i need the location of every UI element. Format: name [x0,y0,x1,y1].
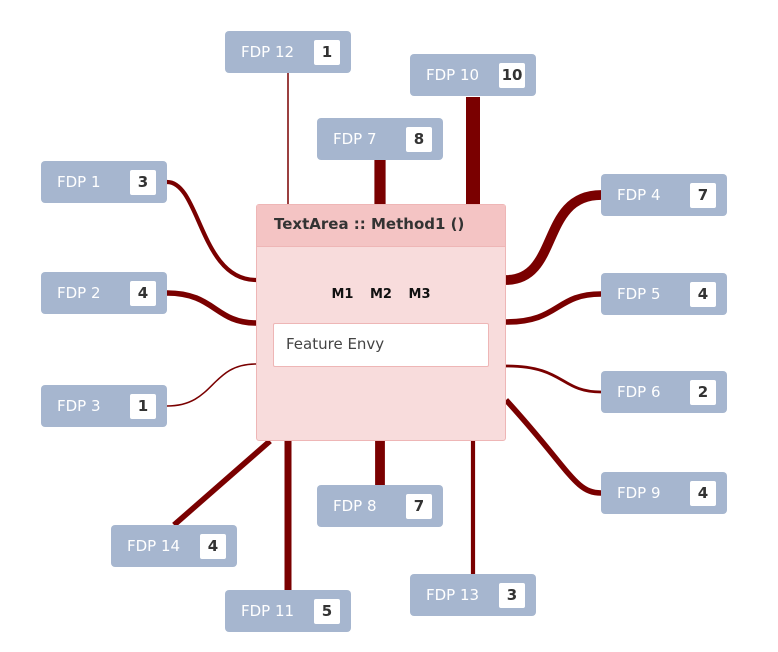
fdp-count-badge: 7 [690,183,716,208]
fdp-label: FDP 8 [333,497,377,515]
smell-label: Feature Envy [273,323,489,367]
fdp-count-badge: 2 [690,380,716,405]
metric-m2[interactable]: M2 [370,287,392,302]
fdp-count-badge: 4 [690,481,716,506]
edge-fdp2 [166,290,257,326]
fdp-count-badge: 1 [314,40,340,65]
fdp-label: FDP 5 [617,285,661,303]
fdp-label: FDP 14 [127,537,181,555]
node-fdp7[interactable]: FDP 7 8 [317,118,443,160]
node-fdp13[interactable]: FDP 13 3 [410,574,536,616]
node-fdp11[interactable]: FDP 11 5 [225,590,351,632]
edge-fdp6 [505,364,602,394]
fdp-label: FDP 9 [617,484,661,502]
node-fdp3[interactable]: FDP 3 1 [41,385,167,427]
node-fdp8[interactable]: FDP 8 7 [317,485,443,527]
node-fdp9[interactable]: FDP 9 4 [601,472,727,514]
method-title: TextArea :: Method1 () [257,205,505,247]
fdp-count-badge: 7 [406,494,432,519]
fdp-count-badge: 5 [314,599,340,624]
fdp-label: FDP 3 [57,397,101,415]
edge-fdp9 [503,398,602,496]
fdp-label: FDP 12 [241,43,295,61]
fdp-count-badge: 3 [130,170,156,195]
fdp-count-badge: 1 [130,394,156,419]
method-node[interactable]: TextArea :: Method1 () M1 M2 M3 Feature … [256,204,506,441]
node-fdp2[interactable]: FDP 2 4 [41,272,167,314]
node-fdp5[interactable]: FDP 5 4 [601,273,727,315]
metric-m1[interactable]: M1 [331,287,354,302]
fdp-label: FDP 7 [333,130,377,148]
fdp-label: FDP 4 [617,186,661,204]
fdp-count-badge: 10 [499,63,525,88]
fdp-label: FDP 10 [426,66,480,84]
edge-fdp14 [172,438,272,528]
edge-fdp3 [166,363,257,407]
node-fdp4[interactable]: FDP 4 7 [601,174,727,216]
node-fdp14[interactable]: FDP 14 4 [111,525,237,567]
edge-fdp1 [166,179,257,283]
node-fdp10[interactable]: FDP 10 10 [410,54,536,96]
node-fdp6[interactable]: FDP 6 2 [601,371,727,413]
fdp-label: FDP 2 [57,284,101,302]
node-fdp1[interactable]: FDP 1 3 [41,161,167,203]
metric-m3[interactable]: M3 [408,287,431,302]
fdp-count-badge: 4 [200,534,226,559]
fdp-count-badge: 4 [130,281,156,306]
metrics-row: M1 M2 M3 [257,287,505,302]
fdp-count-badge: 8 [406,127,432,152]
fdp-count-badge: 3 [499,583,525,608]
fdp-label: FDP 11 [241,602,295,620]
node-fdp12[interactable]: FDP 12 1 [225,31,351,73]
fdp-label: FDP 13 [426,586,480,604]
edge-fdp4 [505,190,602,285]
fdp-count-badge: 4 [690,282,716,307]
edge-fdp5 [505,291,602,325]
fdp-label: FDP 6 [617,383,661,401]
fdp-label: FDP 1 [57,173,101,191]
